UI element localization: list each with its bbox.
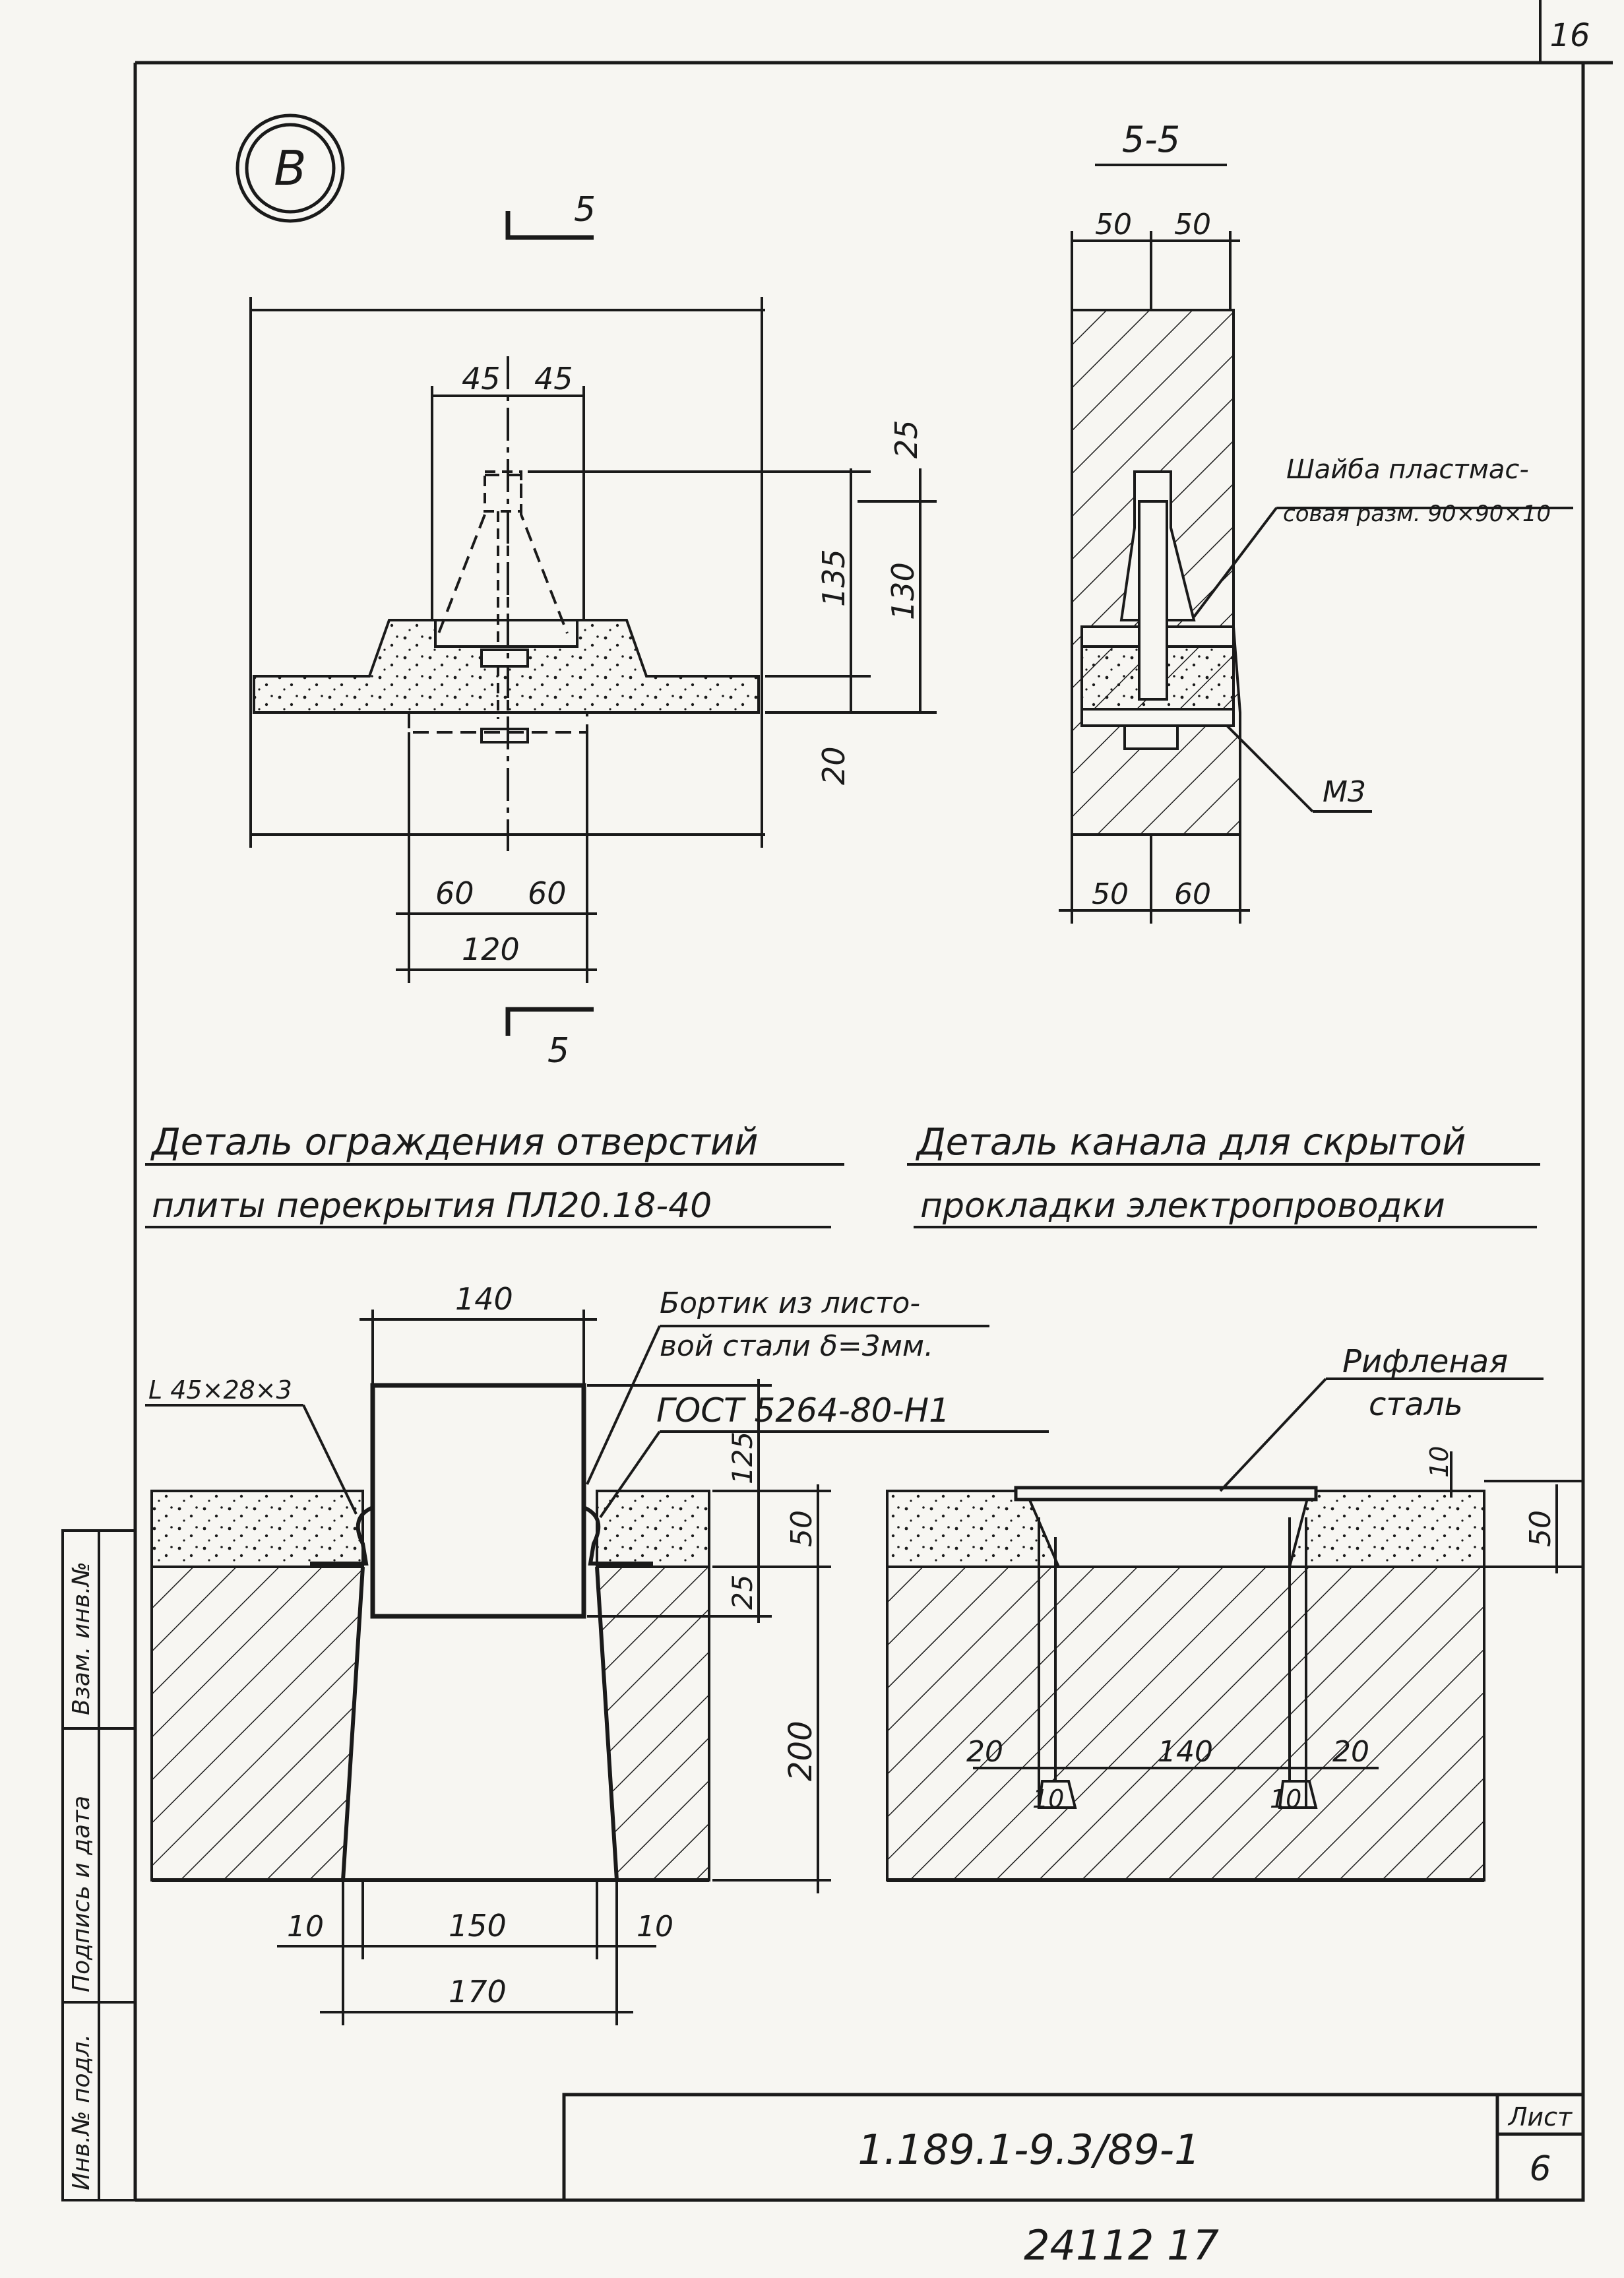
section-title: 5-5 — [1122, 119, 1180, 160]
stamp-inv-orig: Инв.№ подл. — [68, 2034, 95, 2190]
detail-b — [145, 1310, 1049, 2025]
doc-code: 1.189.1-9.3/89-1 — [858, 2126, 1200, 2174]
sheet-number: 6 — [1529, 2149, 1551, 2189]
detail-marker-letter: В — [274, 141, 306, 196]
dim-b-50: 50 — [785, 1510, 819, 1547]
dim-a-60-left: 60 — [435, 875, 474, 911]
sheet-label: Лист — [1507, 2103, 1573, 2132]
page-number: 16 — [1549, 17, 1590, 54]
dim-s-50-left: 50 — [1095, 208, 1132, 241]
dim-b-10-right: 10 — [637, 1910, 673, 1944]
rim-note-line1: Бортик из листо- — [660, 1286, 920, 1320]
side-stamp — [61, 1529, 137, 2201]
dim-b-200: 200 — [782, 1721, 819, 1781]
dim-c-50: 50 — [1524, 1510, 1557, 1547]
gost-label: ГОСТ 5264-80-Н1 — [656, 1391, 950, 1430]
caption-right-line1: Деталь канала для скрытой — [915, 1121, 1466, 1164]
dim-b-10-left: 10 — [287, 1910, 324, 1944]
caption-underlines — [145, 1163, 1540, 1228]
cut-label-bottom: 5 — [547, 1031, 569, 1071]
dim-a-60-right: 60 — [528, 875, 567, 911]
title-block — [562, 2093, 1585, 2202]
dim-c-10-left: 10 — [1032, 1785, 1064, 1814]
dim-b-125: 125 — [726, 1432, 759, 1484]
plate-label-line1: Рифленая — [1342, 1343, 1508, 1380]
detail-marker — [235, 113, 345, 223]
dim-b-140: 140 — [455, 1281, 513, 1317]
washer-note-line2: совая разм. 90×90×10 — [1283, 501, 1551, 527]
dim-a-45-left: 45 — [462, 361, 501, 396]
dim-c-10-right: 10 — [1270, 1785, 1301, 1814]
washer-note-line1: Шайба пластмас- — [1286, 455, 1529, 485]
plate-label-line2: сталь — [1369, 1386, 1463, 1423]
dim-c-20-right: 20 — [1332, 1735, 1369, 1769]
dim-a-130: 130 — [885, 562, 921, 620]
angle-label: L 45×28×3 — [148, 1376, 292, 1405]
dim-b-25: 25 — [726, 1575, 759, 1610]
bottom-number: 24112 17 — [1024, 2221, 1219, 2269]
section-5-5 — [1059, 231, 1573, 924]
caption-left-line2: плиты перекрытия ПЛ20.18-40 — [152, 1186, 712, 1226]
stamp-inv-repl: Взам. инв.№ — [68, 1562, 95, 1715]
dim-a-25: 25 — [889, 420, 924, 459]
dim-c-140: 140 — [1158, 1735, 1213, 1769]
stamp-sign-date: Подпись и дата — [68, 1796, 95, 1992]
bolt-label: М3 — [1323, 775, 1366, 809]
dim-a-120: 120 — [462, 932, 520, 967]
detail-a-plan — [249, 211, 937, 1036]
detail-c — [886, 1377, 1583, 1882]
dim-s-50-bottom: 50 — [1092, 877, 1129, 911]
dim-b-150: 150 — [449, 1908, 507, 1944]
caption-right-line2: прокладки электропроводки — [920, 1186, 1445, 1226]
dim-a-45-right: 45 — [534, 361, 573, 396]
cut-label-top: 5 — [574, 190, 596, 230]
dim-c-20-left: 20 — [966, 1735, 1003, 1769]
dim-s-50-right: 50 — [1174, 208, 1211, 241]
caption-left-line1: Деталь ограждения отверстий — [150, 1121, 759, 1164]
rim-note-line2: вой стали δ=3мм. — [660, 1329, 933, 1363]
dim-b-170: 170 — [449, 1974, 507, 2009]
dim-a-20: 20 — [816, 746, 852, 785]
dim-a-135: 135 — [816, 549, 852, 607]
dim-c-10-top: 10 — [1425, 1446, 1454, 1478]
dim-s-60-bottom: 60 — [1174, 877, 1211, 911]
